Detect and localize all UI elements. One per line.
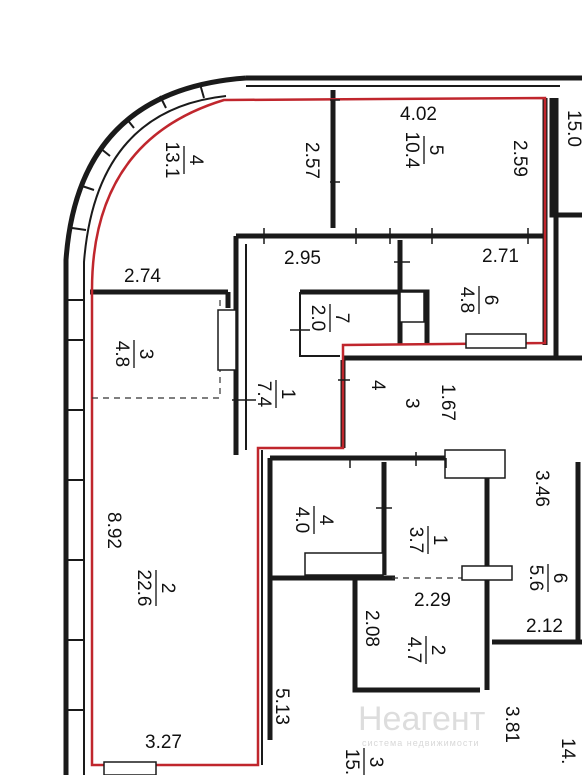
room-3: 3 4.8	[111, 340, 156, 368]
dim-4-02: 4.02	[400, 104, 437, 125]
dim-3-46: 3.46	[531, 470, 552, 507]
room-number: 1	[277, 389, 298, 400]
room-area: 4.8	[456, 287, 477, 313]
room-area: 13.1	[161, 142, 182, 179]
room-area: 7.4	[253, 381, 274, 408]
fixtures	[103, 291, 527, 775]
dim-2-29: 2.29	[414, 590, 451, 611]
dim-5-13: 5.13	[271, 688, 292, 725]
room-area: 3.7	[405, 527, 426, 553]
outer-walls	[63, 75, 582, 775]
dim-2-08: 2.08	[361, 610, 382, 647]
room-number: 7	[331, 313, 352, 324]
room-number: 4	[185, 155, 206, 166]
room-5: 5 10.4	[401, 132, 446, 169]
room-7: 7 2.0	[307, 304, 352, 332]
room-area: 15.	[341, 749, 362, 775]
room-number: 3	[135, 349, 156, 360]
room-area: 10.4	[401, 132, 422, 169]
dim-3-27: 3.27	[145, 732, 182, 753]
room-2-bottom: 2 4.7	[403, 636, 448, 664]
room-6-top: 6 4.8	[456, 286, 501, 314]
room-area: 4.8	[111, 341, 132, 367]
room-number: 2	[157, 583, 178, 594]
room-area: 4.0	[291, 507, 312, 533]
room-4-bottom: 4 4.0	[291, 506, 336, 534]
dim-2-95: 2.95	[284, 248, 321, 269]
room-number: 1	[429, 535, 450, 546]
room-number: 6	[480, 295, 501, 306]
watermark-subtitle: система недвижимости	[362, 738, 479, 748]
room-6-bottom: 6 5.6	[525, 564, 570, 592]
room-number: 5	[425, 145, 446, 156]
dim-2-74: 2.74	[124, 266, 161, 287]
dimension-labels: 4.02 2.57 2.59 2.95 2.71 2.74 4 1.67 3 3…	[103, 104, 582, 764]
room-area: 2.0	[307, 305, 328, 331]
room-number: 6	[549, 573, 570, 584]
dim-3: 3	[401, 398, 422, 409]
room-area: 22.6	[133, 570, 154, 607]
dim-8-92: 8.92	[103, 512, 124, 549]
dim-2-57: 2.57	[301, 142, 322, 179]
room-2-main: 2 22.6	[133, 570, 178, 607]
room-labels: 4 13.1 5 10.4 6 4.8 7 2.0 3 4.8 1 7.4	[111, 132, 570, 775]
dim-3-81: 3.81	[501, 706, 522, 743]
dim-15-0: 15.0	[563, 110, 582, 147]
watermark-title: Неагент	[358, 700, 485, 738]
dim-14: 14.	[557, 738, 578, 764]
watermark: Неагент система недвижимости	[358, 700, 485, 748]
dim-2-59: 2.59	[509, 140, 530, 177]
room-4-top: 4 13.1	[161, 142, 206, 179]
apartment-boundary	[90, 96, 547, 767]
room-number: 4	[315, 515, 336, 526]
dim-1-67: 1.67	[437, 384, 458, 421]
dim-2-71: 2.71	[482, 246, 519, 267]
room-number: 3	[365, 757, 386, 768]
room-number: 2	[427, 645, 448, 656]
room-area: 4.7	[403, 637, 424, 663]
room-3-bottom: 3 15.	[341, 748, 386, 775]
interior-walls	[90, 90, 582, 765]
dim-4: 4	[367, 380, 388, 391]
room-area: 5.6	[525, 565, 546, 591]
room-1-top: 1 7.4	[253, 380, 298, 408]
room-1-bottom: 1 3.7	[405, 526, 450, 554]
dim-2-12: 2.12	[526, 616, 563, 637]
wall-ticks	[232, 99, 529, 509]
